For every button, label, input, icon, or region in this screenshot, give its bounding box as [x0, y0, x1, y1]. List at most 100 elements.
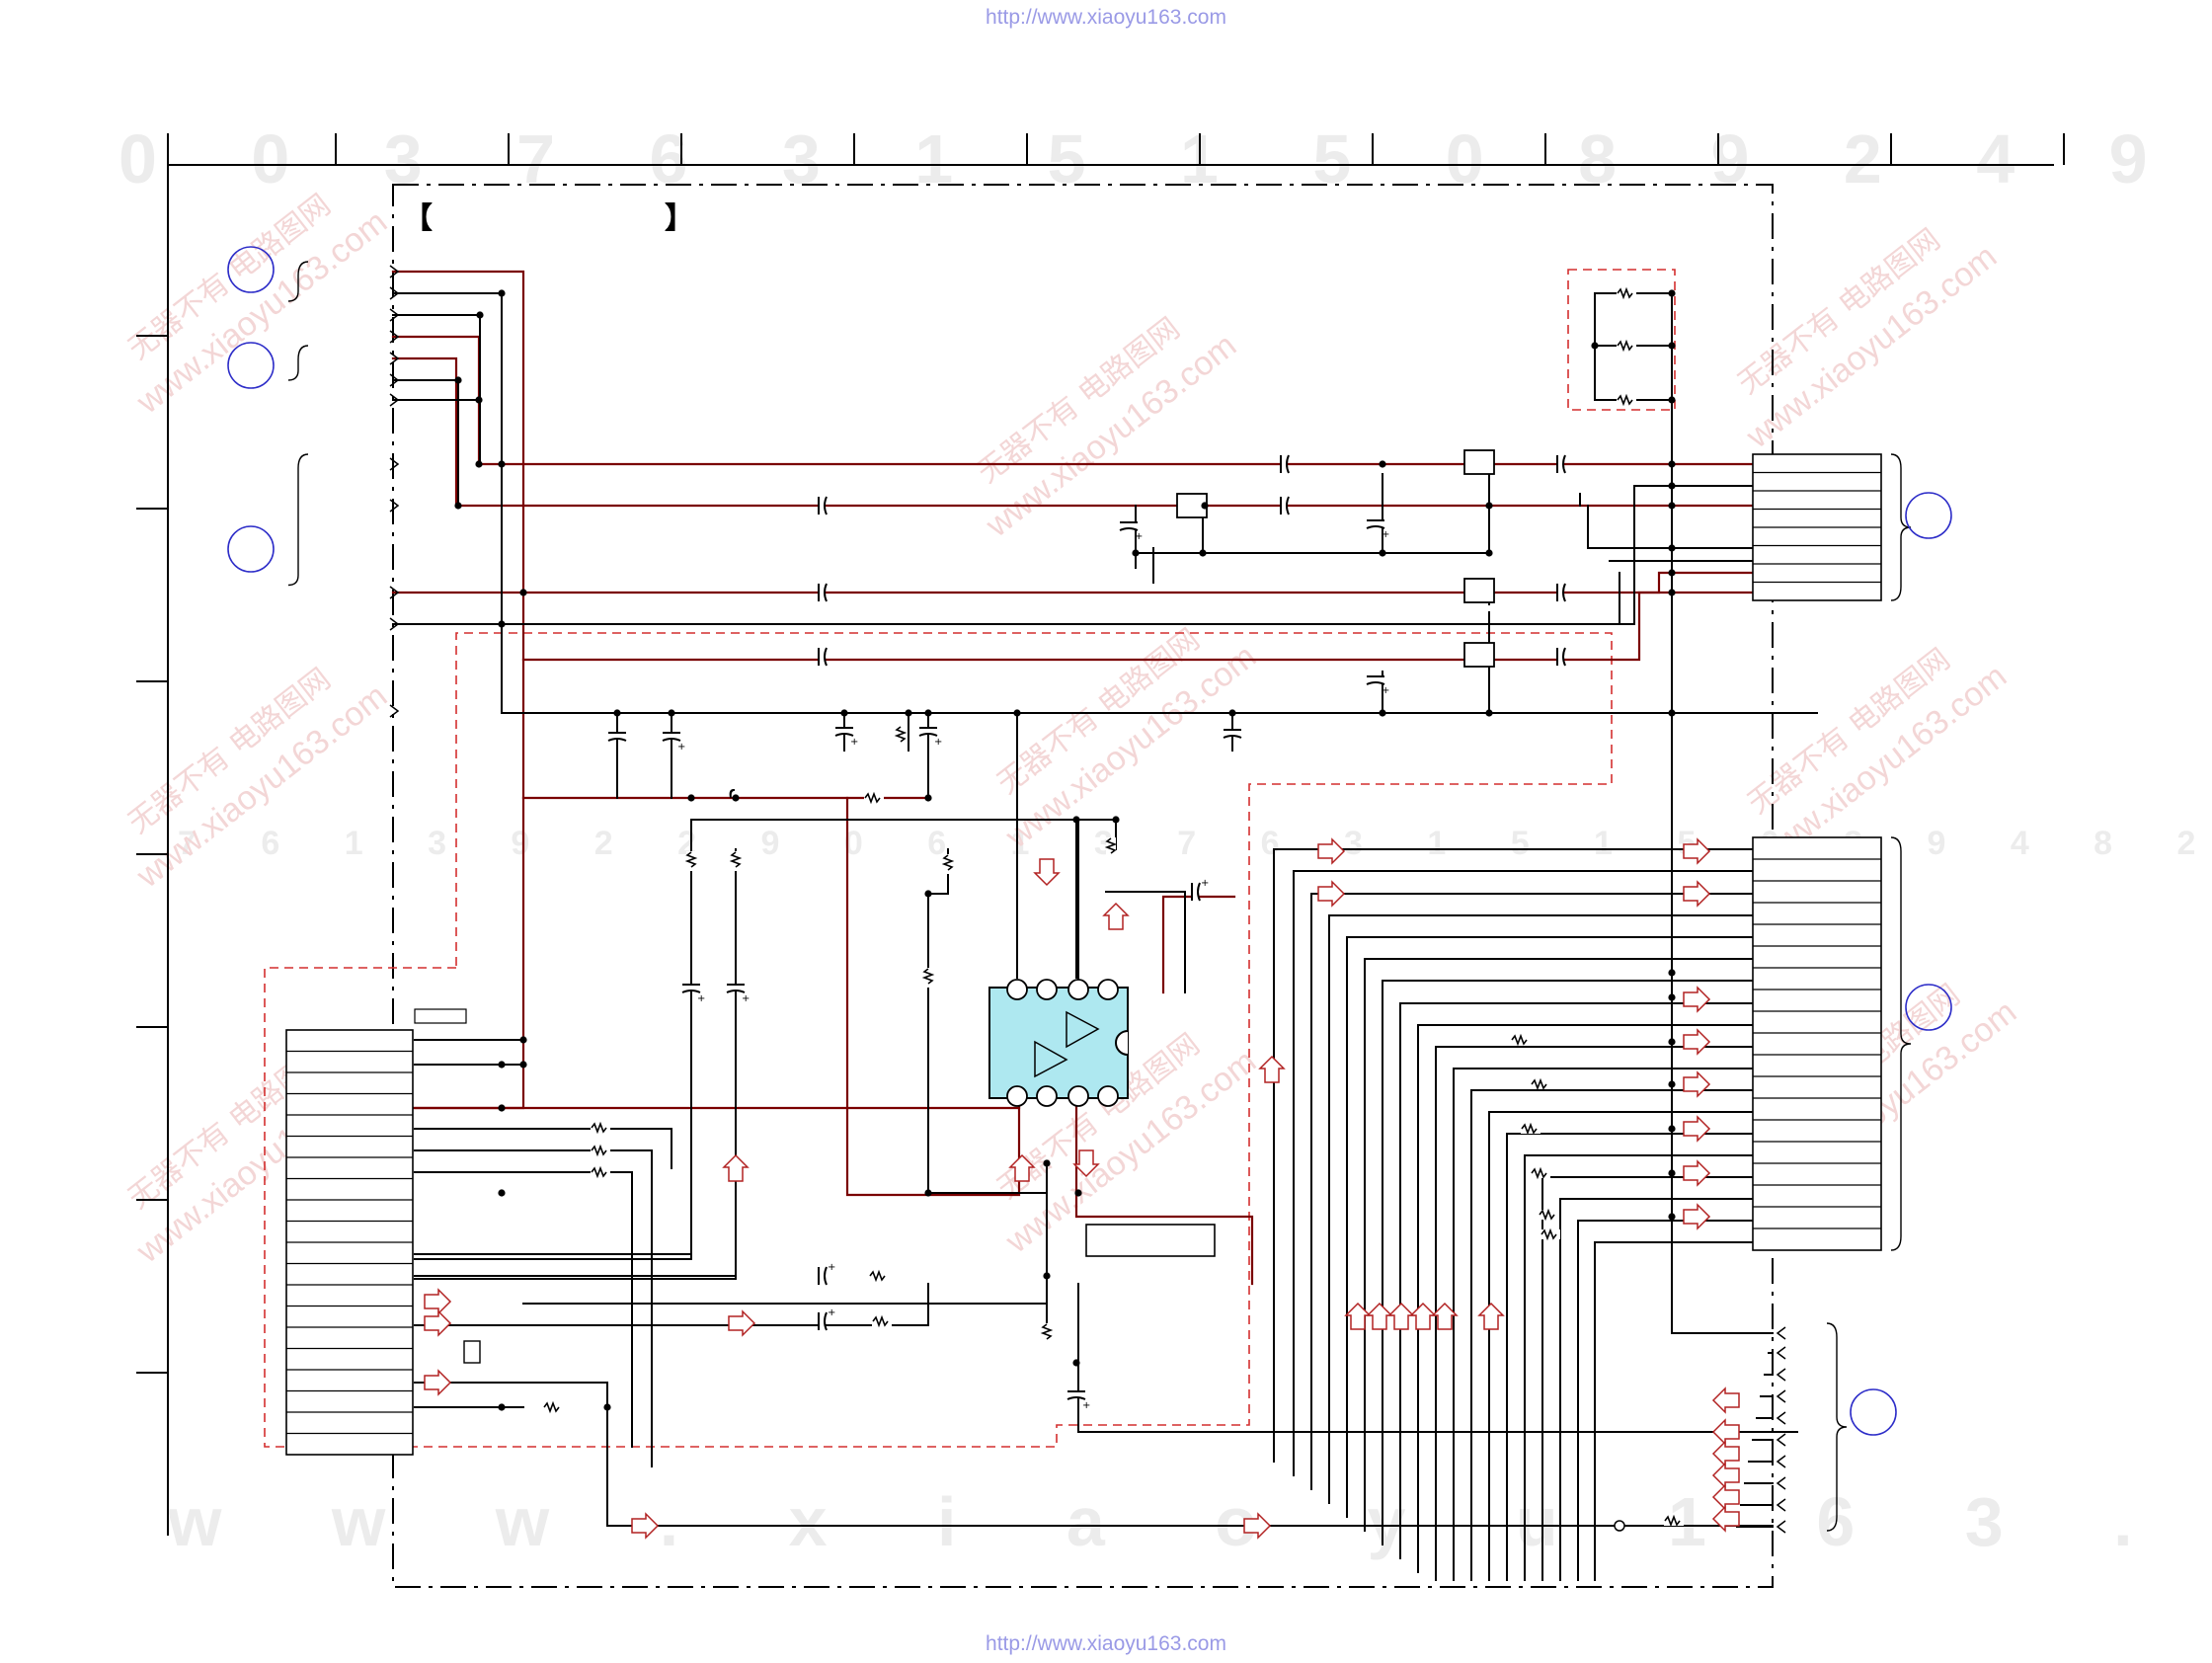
capacitor-plate — [1286, 496, 1290, 515]
signal-direction-arrow — [1387, 1302, 1415, 1330]
source-url-bottom[interactable]: http://www.xiaoyu163.com — [986, 1632, 1226, 1655]
resistor-symbol — [1531, 1166, 1547, 1180]
junction-dot — [475, 460, 483, 468]
junction-dot — [475, 396, 483, 404]
capacitor-plate — [1066, 1396, 1086, 1400]
signal-direction-arrow — [1258, 1055, 1286, 1083]
opamp-pin-bottom-1 — [1036, 1085, 1058, 1107]
junction-dot — [1668, 1080, 1676, 1088]
resistor-symbol — [941, 854, 955, 871]
junction-dot — [1668, 460, 1676, 468]
resistor-symbol — [1104, 837, 1118, 854]
connector-reference-circle — [1905, 984, 1952, 1031]
resistor-symbol — [869, 1269, 886, 1283]
signal-direction-arrow — [1683, 1070, 1711, 1098]
resistor-symbol — [543, 1400, 560, 1414]
junction-dot — [1379, 549, 1386, 557]
trace-e12 — [1077, 1283, 1798, 1433]
capacitor-plate — [824, 1266, 828, 1286]
junction-dot — [732, 794, 740, 802]
signal-direction-arrow — [1477, 1302, 1505, 1330]
resistor-gap — [591, 1146, 610, 1155]
connector-pin-arrow — [389, 373, 400, 387]
connector-pin-arrow — [1776, 1520, 1786, 1534]
capacitor-plate — [607, 738, 627, 742]
trace-fan-3 — [1328, 914, 1764, 1504]
junction-dot — [498, 1189, 506, 1197]
junction-dot — [924, 709, 932, 717]
resistor-gap — [1540, 1229, 1560, 1239]
junction-dot — [476, 311, 484, 319]
trace-fan-8 — [1417, 1024, 1764, 1573]
regulator-box-1 — [1463, 449, 1495, 475]
trace-d3 — [414, 848, 737, 1280]
resistor-gap — [872, 1316, 892, 1326]
capacitor-plate — [726, 990, 746, 993]
signal-direction-arrow — [1344, 1302, 1372, 1330]
junction-dot — [498, 620, 506, 628]
junction-dot — [1668, 1125, 1676, 1133]
resistor-gap — [869, 1271, 889, 1281]
marker-box — [414, 1008, 467, 1024]
trace-fan-12 — [1488, 1111, 1764, 1581]
junction-dots — [454, 289, 1676, 1411]
trace-e4 — [414, 1149, 653, 1467]
trace-d6 — [1105, 891, 1186, 993]
resistor-gap — [1042, 1323, 1052, 1343]
capacitor-gap — [1556, 648, 1564, 666]
junction-dot — [1485, 709, 1493, 717]
opamp-pin-top-1 — [1036, 979, 1058, 1000]
signal-direction-arrow — [1711, 1440, 1740, 1467]
capacitor-plate — [1286, 454, 1290, 474]
junction-dot — [454, 502, 462, 510]
capacitor-plate — [1119, 527, 1139, 531]
junction-dot — [1199, 549, 1207, 557]
signal-direction-arrow — [1683, 986, 1711, 1013]
resistor-gap — [896, 726, 906, 746]
signal-direction-arrow — [1317, 837, 1346, 865]
watermark-middle-row: 7 6 1 3 9 2 2 9 0 6 1 3 7 6 3 1 5 1 5 0 … — [178, 825, 2212, 862]
capacitor-polarity: + — [1201, 878, 1209, 889]
resistor-gap — [1617, 395, 1636, 405]
watermark-bottom-row: w w w . x i a o y u 1 6 3 . c o m — [167, 1483, 2212, 1560]
resistor-symbol — [872, 1314, 889, 1328]
opamp-pin-top-3 — [1097, 979, 1119, 1000]
resistor-symbol — [1617, 286, 1633, 300]
signal-direction-arrow — [1317, 880, 1346, 908]
connector-pin-arrow — [1776, 1346, 1786, 1360]
test-point — [1614, 1520, 1625, 1532]
signal-direction-arrow — [1683, 1115, 1711, 1143]
resistor-symbol — [1521, 1122, 1538, 1136]
trace-fan-9 — [1435, 1046, 1764, 1581]
connector-pin-arrow — [389, 393, 400, 407]
connector-pin-arrow — [1776, 1389, 1786, 1403]
trace-fan-11 — [1470, 1089, 1764, 1581]
trace-e8 — [522, 1162, 1048, 1305]
junction-dot — [1668, 993, 1676, 1001]
junction-dot — [1485, 549, 1493, 557]
connector-reference-circle — [1850, 1388, 1897, 1436]
capacitor-plate — [681, 990, 701, 993]
connector-pin-arrow — [1776, 1455, 1786, 1468]
capacitor-gap — [1367, 519, 1384, 527]
junction-dot — [1132, 549, 1140, 557]
signal-direction-arrow — [1431, 1302, 1459, 1330]
capacitor-gap — [818, 497, 826, 515]
resistor-symbol — [591, 1144, 607, 1157]
resistor-gap — [1531, 1079, 1550, 1089]
junction-dot — [1668, 502, 1676, 510]
capacitor-gap — [727, 984, 745, 991]
ferrite-bead — [729, 789, 736, 799]
capacitor-polarity: + — [1082, 1400, 1090, 1411]
resistor-gap — [923, 968, 933, 988]
capacitor-plate — [662, 738, 681, 742]
shield-outline-main — [264, 632, 1613, 1448]
source-url-top[interactable]: http://www.xiaoyu163.com — [986, 6, 1226, 29]
resistor-symbol — [1540, 1227, 1557, 1241]
connector-pin-arrow — [389, 308, 400, 322]
resistor-symbol — [894, 726, 908, 743]
junction-dot — [924, 890, 932, 898]
junction-dot — [498, 460, 506, 468]
capacitor-plate — [824, 496, 828, 515]
trace-fan-1 — [1293, 870, 1764, 1476]
